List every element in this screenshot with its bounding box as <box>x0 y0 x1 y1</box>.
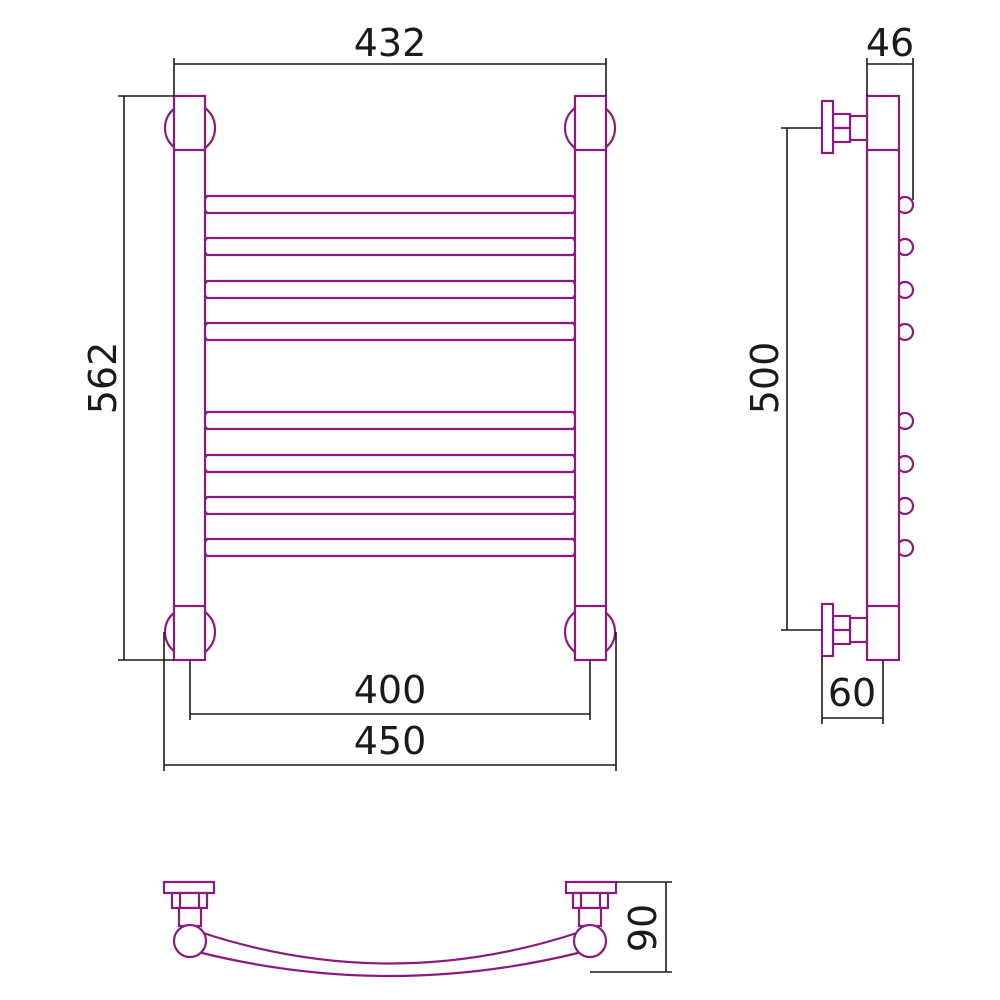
dimension-46: 46 <box>866 21 914 200</box>
top-connector <box>820 99 869 155</box>
left-pipe <box>172 94 207 662</box>
crossbar <box>202 194 578 215</box>
dim-label-46: 46 <box>866 21 914 65</box>
crossbar <box>202 236 578 257</box>
left-mount <box>162 880 216 959</box>
dim-label-400: 400 <box>354 668 427 712</box>
crossbar <box>202 321 578 342</box>
crossbar <box>202 410 578 431</box>
side-view: 46 500 60 <box>743 21 914 724</box>
dimension-400: 400 <box>189 660 591 720</box>
crossbars <box>202 194 578 558</box>
dim-label-432: 432 <box>354 21 427 65</box>
bottom-view: 90 <box>162 880 672 978</box>
right-mount <box>564 880 618 959</box>
dimension-90: 90 <box>590 881 672 973</box>
dim-label-562: 562 <box>81 342 125 415</box>
dimension-562: 562 <box>81 95 174 661</box>
crossbar <box>202 453 578 474</box>
dimension-500: 500 <box>743 127 822 631</box>
crossbar <box>202 279 578 300</box>
dim-label-500: 500 <box>743 342 787 415</box>
dimension-432: 432 <box>173 21 607 96</box>
dim-label-60: 60 <box>828 671 876 715</box>
flanges <box>163 101 617 659</box>
dim-label-450: 450 <box>354 719 427 763</box>
dim-label-90: 90 <box>621 904 665 952</box>
crossbar <box>202 537 578 558</box>
dimension-450: 450 <box>163 632 617 771</box>
bottom-connector <box>820 602 869 658</box>
crossbar <box>202 495 578 516</box>
right-pipe <box>573 94 608 662</box>
dimension-60: 60 <box>821 656 884 724</box>
front-view: 432 562 400 450 <box>81 21 617 771</box>
